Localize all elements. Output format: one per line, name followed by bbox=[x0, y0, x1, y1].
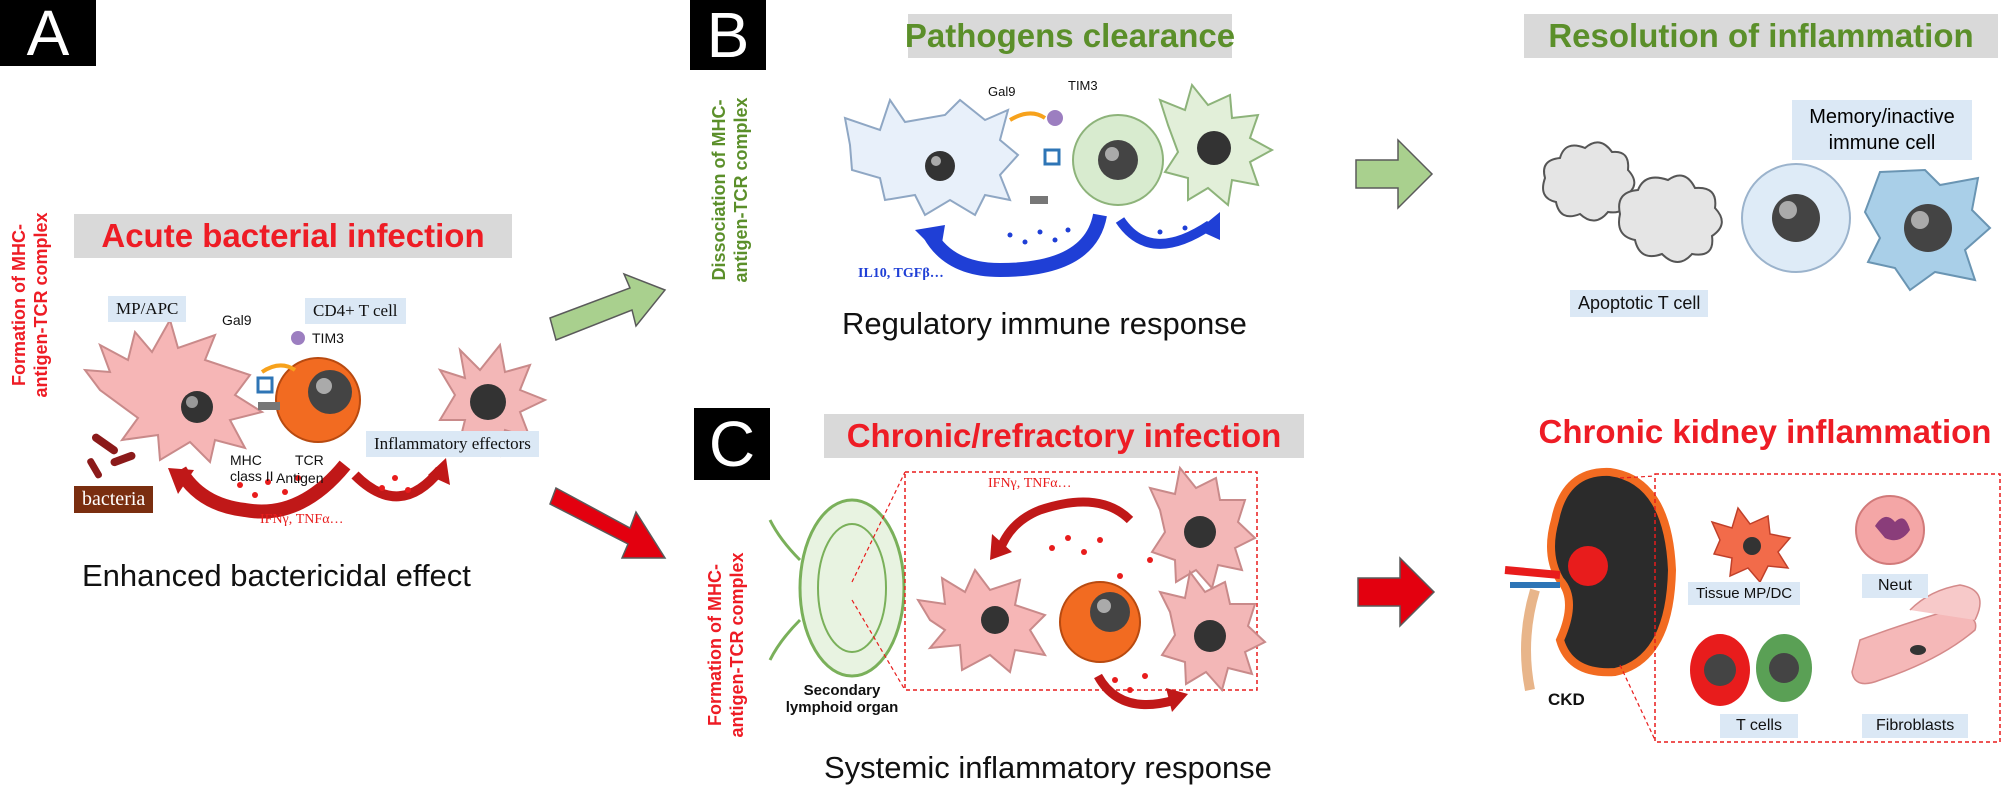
panel-a-antigen-label: Antigen bbox=[276, 470, 324, 486]
panel-a-caption: Enhanced bactericidal effect bbox=[82, 558, 471, 593]
ckd-label: CKD bbox=[1548, 690, 1585, 709]
panel-c-title: Chronic/refractory infection bbox=[824, 414, 1304, 458]
panel-c-caption: Systemic inflammatory response bbox=[824, 750, 1272, 785]
panel-a-cytokines-label: IFNγ, TNFα… bbox=[260, 512, 344, 527]
panel-a-tcr-label: TCR bbox=[295, 452, 324, 468]
ckd-tissue-label: Tissue MP/DC bbox=[1688, 582, 1801, 605]
resolution-apoptotic-label: Apoptotic T cell bbox=[1570, 290, 1709, 317]
panel-a-bacteria-label: bacteria bbox=[74, 486, 154, 513]
panel-a-letter: A bbox=[0, 0, 96, 69]
panel-b-letter: B bbox=[690, 0, 766, 71]
ckd-title: Chronic kidney inflammation bbox=[1538, 413, 1992, 450]
panel-c-cytokines-label: IFNγ, TNFα… bbox=[988, 476, 1072, 491]
panel-b-gal9-label: Gal9 bbox=[988, 84, 1016, 99]
panel-b-title: Pathogens clearance bbox=[905, 14, 1235, 58]
resolution-illustration bbox=[1542, 141, 1992, 292]
ckd-neut-label: Neut bbox=[1862, 574, 1928, 598]
arrow-a-to-c bbox=[549, 486, 667, 559]
panel-a-title: Acute bacterial infection bbox=[74, 214, 512, 258]
resolution-memory-label: Memory/inactive immune cell bbox=[1792, 100, 1972, 160]
arrow-b-to-resolution bbox=[1355, 138, 1434, 210]
panel-c-lymphoid-label: Secondary lymphoid organ bbox=[785, 682, 899, 716]
panel-b-cytokines-label: IL10, TGFβ… bbox=[858, 266, 944, 281]
panel-c-illustration bbox=[768, 465, 1267, 712]
panel-a-illustration bbox=[82, 317, 548, 519]
panel-a-cd4-label: CD4+ T cell bbox=[305, 298, 406, 324]
panel-a-gal9-label: Gal9 bbox=[222, 312, 252, 328]
ckd-tcells-label: T cells bbox=[1720, 714, 1798, 738]
panel-b-caption: Regulatory immune response bbox=[842, 306, 1247, 341]
panel-a-mhc-label: MHC class II bbox=[230, 452, 274, 484]
panel-a-mp-apc-label: MP/APC bbox=[108, 296, 187, 322]
panel-b-illustration bbox=[843, 82, 1275, 278]
panel-b-tim3-label: TIM3 bbox=[1068, 78, 1098, 93]
arrow-c-to-ckd bbox=[1357, 556, 1436, 628]
panel-c-letter: C bbox=[694, 408, 770, 480]
panel-a-effectors-label: Inflammatory effectors bbox=[366, 431, 539, 457]
resolution-title: Resolution of inflammation bbox=[1524, 14, 1998, 58]
arrow-a-to-b bbox=[549, 272, 667, 342]
panel-a-tim3-label: TIM3 bbox=[312, 330, 344, 346]
ckd-fibro-label: Fibroblasts bbox=[1862, 714, 1969, 738]
